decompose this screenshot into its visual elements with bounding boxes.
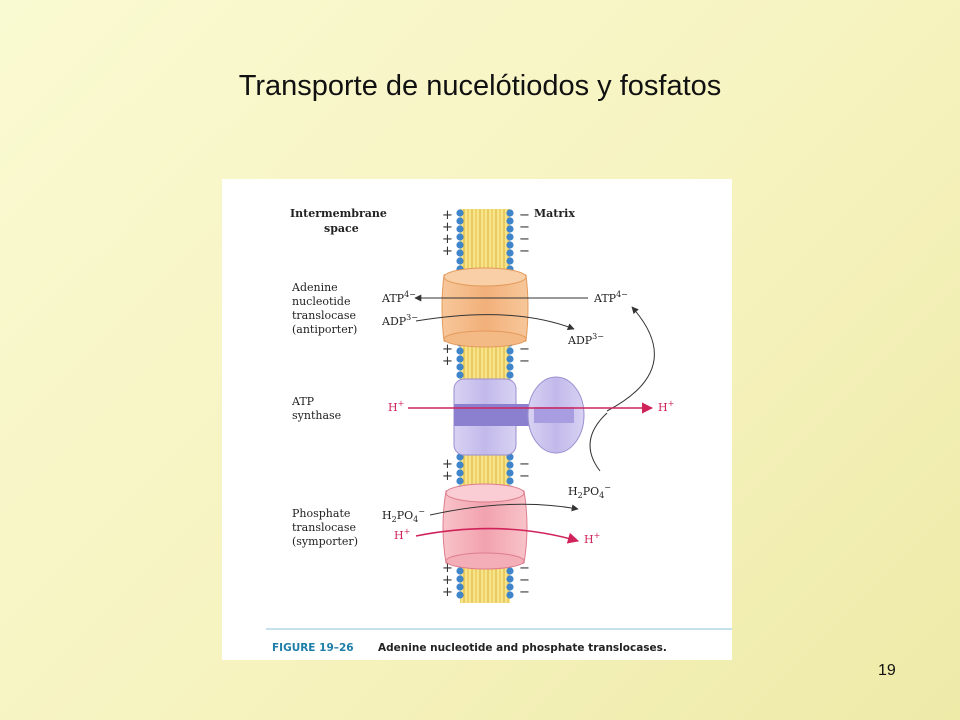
intermembrane-label-2: space	[324, 222, 359, 235]
proton-symport-arrow	[415, 527, 580, 544]
caption-text: Adenine nucleotide and phosphate translo…	[378, 642, 667, 654]
svg-text:+: +	[442, 232, 453, 247]
svg-text:−: −	[519, 232, 530, 247]
symporter-label-3: (symporter)	[292, 535, 358, 548]
svg-text:−: −	[519, 220, 530, 235]
svg-text:+: +	[442, 220, 453, 235]
page-number: 19	[878, 662, 896, 679]
svg-text:−: −	[519, 244, 530, 259]
phosphate-in-label: H2PO4−	[382, 507, 425, 524]
proton-symport-in-label: H+	[394, 527, 410, 542]
svg-text:−: −	[519, 342, 530, 357]
svg-text:−: −	[519, 573, 530, 588]
svg-text:−: −	[519, 585, 530, 600]
svg-text:+: +	[442, 573, 453, 588]
svg-text:+: +	[442, 561, 453, 576]
antiporter-label-4: (antiporter)	[292, 323, 357, 336]
svg-text:+: +	[442, 585, 453, 600]
atp-synthase-label-1: ATP	[291, 395, 315, 408]
svg-text:+: +	[442, 208, 453, 223]
svg-text:−: −	[519, 208, 530, 223]
antiporter-protein	[441, 267, 529, 348]
proton-out-label: H+	[658, 399, 674, 414]
antiporter-label-1: Adenine	[291, 281, 338, 294]
adp-arrow	[415, 314, 575, 330]
antiporter-label-3: translocase	[292, 309, 356, 322]
svg-text:−: −	[519, 354, 530, 369]
symporter-label-2: translocase	[292, 521, 356, 534]
symporter-label-1: Phosphate	[292, 507, 350, 520]
atp-in-label: ATP4−	[381, 290, 416, 305]
membrane-charge-signs: + + + + − − − − + + − − + + − − + + + − …	[442, 208, 530, 600]
phosphate-out-label: H2PO4−	[568, 483, 611, 500]
atp-out-label: ATP4−	[593, 290, 628, 305]
svg-text:+: +	[442, 244, 453, 259]
caption-number: FIGURE 19–26	[272, 642, 354, 654]
antiporter-label-2: nucleotide	[292, 295, 350, 308]
svg-text:+: +	[442, 457, 453, 472]
phosphate-consume-arc	[589, 412, 608, 472]
svg-text:+: +	[442, 354, 453, 369]
svg-text:−: −	[519, 561, 530, 576]
matrix-label: Matrix	[534, 207, 575, 220]
svg-text:−: −	[519, 457, 530, 472]
svg-text:+: +	[442, 342, 453, 357]
atp-synthesis-arrow	[606, 306, 655, 412]
svg-text:+: +	[442, 469, 453, 484]
translocase-figure: + + + + − − − − + + − − + + − − + + + − …	[222, 179, 732, 660]
symporter-protein	[442, 483, 528, 570]
proton-symport-out-label: H+	[584, 531, 600, 546]
proton-in-label: H+	[388, 399, 404, 414]
adp-in-label: ADP3−	[381, 313, 418, 328]
adp-out-label: ADP3−	[567, 332, 604, 347]
atp-synthase-protein	[453, 376, 585, 456]
atp-synthase-label-2: synthase	[292, 409, 341, 422]
phosphate-arrow	[429, 503, 579, 516]
slide-title: Transporte de nucelótiodos y fosfatos	[238, 70, 722, 102]
svg-text:−: −	[519, 469, 530, 484]
intermembrane-label-1: Intermembrane	[290, 207, 387, 220]
